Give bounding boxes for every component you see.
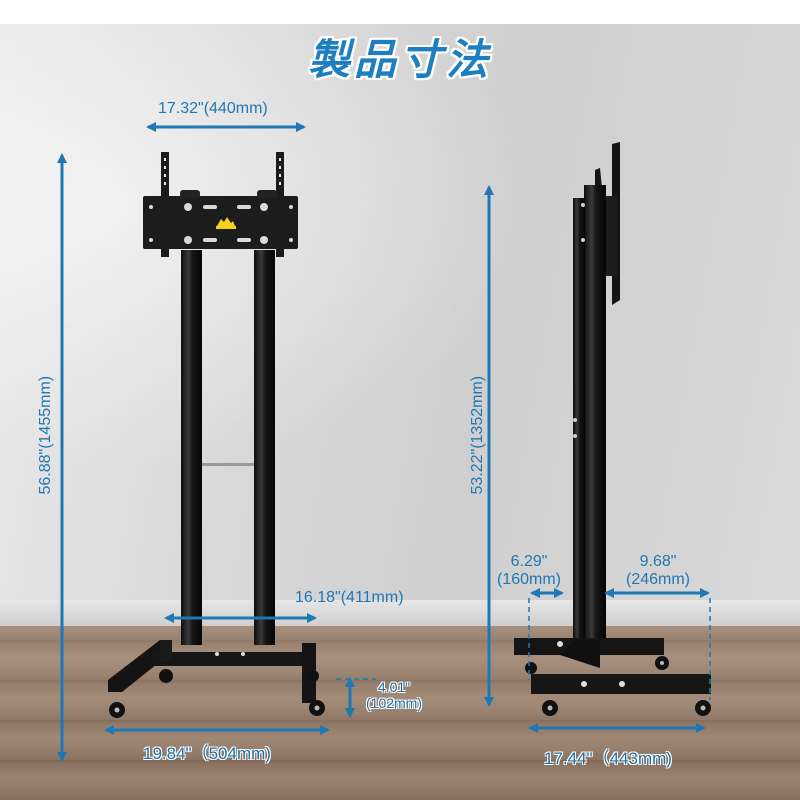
mount-width-label: 17.32"(440mm) — [158, 100, 268, 117]
base-width-label: 19.84"（504mm) — [143, 744, 271, 763]
ground-clearance-mm: (102mm) — [366, 695, 423, 712]
ground-clearance-label: 4.01" (102mm) — [366, 679, 422, 711]
front-stand — [108, 152, 325, 718]
dimension-guides — [336, 598, 711, 700]
top-white-strip — [0, 0, 800, 24]
dimension-lines — [57, 122, 710, 762]
side-height-label: 53.22"(1352mm) — [468, 375, 486, 495]
wood-floor — [0, 626, 800, 800]
rear-depth-mm: (246mm) — [626, 571, 691, 589]
base-depth-label: 17.44"（443mm) — [544, 749, 672, 768]
side-stand — [514, 142, 711, 716]
page-title: 製品寸法 — [307, 36, 492, 83]
front-depth-mm: (160mm) — [497, 571, 562, 589]
baseboard — [0, 600, 800, 627]
pole-spacing-label: 16.18"(411mm) — [295, 589, 404, 606]
total-height-label: 56.88"(1455mm) — [36, 375, 54, 495]
rear-depth-inches: 9.68" — [639, 553, 677, 570]
floor-tint — [0, 626, 800, 800]
ground-clearance-inches: 4.01" — [377, 679, 411, 695]
front-depth-inches: 6.29" — [510, 553, 548, 570]
brand-logo-icon — [216, 217, 236, 229]
front-depth-label: 6.29" (160mm) — [497, 553, 561, 590]
rear-depth-label: 9.68" (246mm) — [626, 553, 690, 590]
light-shine — [0, 24, 800, 624]
